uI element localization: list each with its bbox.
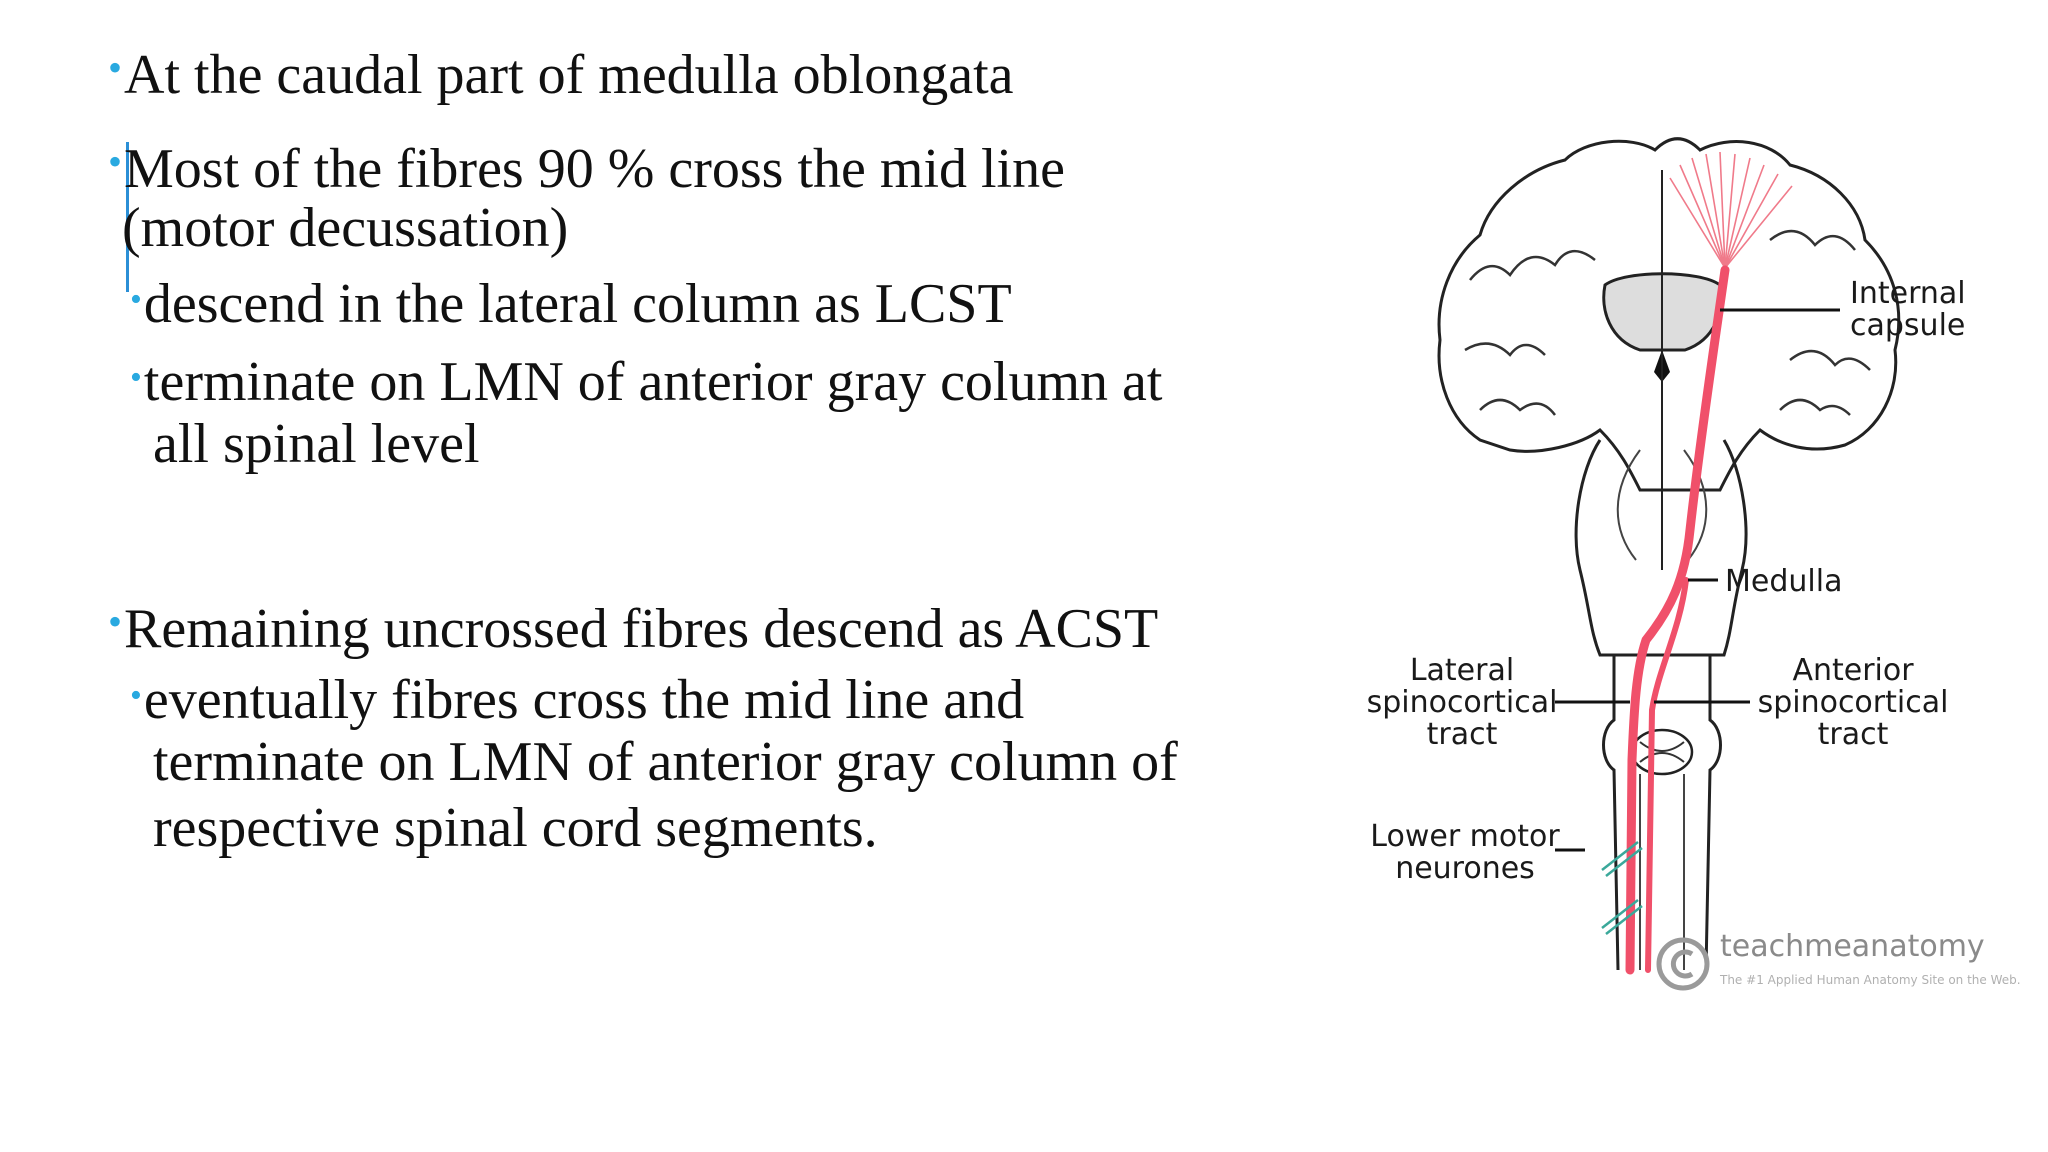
label-medulla: Medulla (1725, 564, 1842, 599)
bullet-2-line1: •Most of the fibres 90 % cross the mid l… (108, 138, 1065, 200)
bullet-1: •At the caudal part of medulla oblongata (108, 44, 1014, 106)
lower-motor-neurones (1601, 841, 1643, 935)
sub-bullet-terminate-2: all spinal level (153, 413, 480, 475)
corticospinal-tract-diagram: Internal capsule Medulla Lateral spinoco… (1340, 110, 2020, 1010)
sub-bullet-acst-3: respective spinal cord segments. (153, 797, 878, 859)
sub-bullet-lcst: •descend in the lateral column as LCST (130, 273, 1012, 335)
text-cursor (126, 142, 129, 292)
pons-bulge (1616, 449, 1708, 561)
bullet-2-line2: (motor decussation) (122, 197, 569, 259)
label-lmn-1: Lower motor (1370, 819, 1560, 854)
copyright-icon (1656, 937, 1710, 991)
label-anterior-1: Anterior (1792, 653, 1914, 688)
sub-bullet-terminate-1: •terminate on LMN of anterior gray colum… (130, 351, 1163, 413)
label-lateral-3: tract (1427, 717, 1498, 752)
bullet-dot: • (130, 677, 142, 714)
brain-gyri-left (1464, 250, 1596, 416)
bullet-dot: • (108, 139, 123, 184)
label-anterior-3: tract (1818, 717, 1889, 752)
corona-radiata (1669, 151, 1793, 269)
bullet-dot: • (108, 599, 123, 644)
bullet-dot: • (130, 359, 142, 396)
label-lateral-1: Lateral (1410, 653, 1514, 688)
bullet-dot: • (108, 45, 123, 90)
label-internal-capsule-2: capsule (1850, 308, 1965, 343)
spinal-cord (1602, 655, 1722, 971)
label-lateral-2: spinocortical (1367, 685, 1558, 720)
label-internal-capsule-1: Internal (1850, 276, 1966, 311)
slide-text: •At the caudal part of medulla oblongata… (108, 44, 1178, 859)
brain-gyri-right (1769, 230, 1871, 416)
brainstem (1574, 439, 1748, 657)
bullet-3: •Remaining uncrossed fibres descend as A… (108, 598, 1159, 660)
sub-bullet-acst-2: terminate on LMN of anterior gray column… (153, 731, 1178, 793)
label-lmn-2: neurones (1395, 851, 1535, 886)
label-anterior-2: spinocortical (1758, 685, 1949, 720)
watermark-brand: teachmeanatomy (1720, 929, 1985, 964)
sub-bullet-acst-1: •eventually fibres cross the mid line an… (130, 669, 1025, 731)
gray-matter (1639, 741, 1685, 763)
watermark-tagline: The #1 Applied Human Anatomy Site on the… (1719, 973, 2020, 987)
anterior-tract-branch (1645, 577, 1689, 973)
diagram-svg: Internal capsule Medulla Lateral spinoco… (1367, 137, 2020, 991)
brain-outline (1437, 137, 1901, 492)
corticospinal-tract (1625, 265, 1730, 975)
bullet-dot: • (130, 281, 142, 318)
